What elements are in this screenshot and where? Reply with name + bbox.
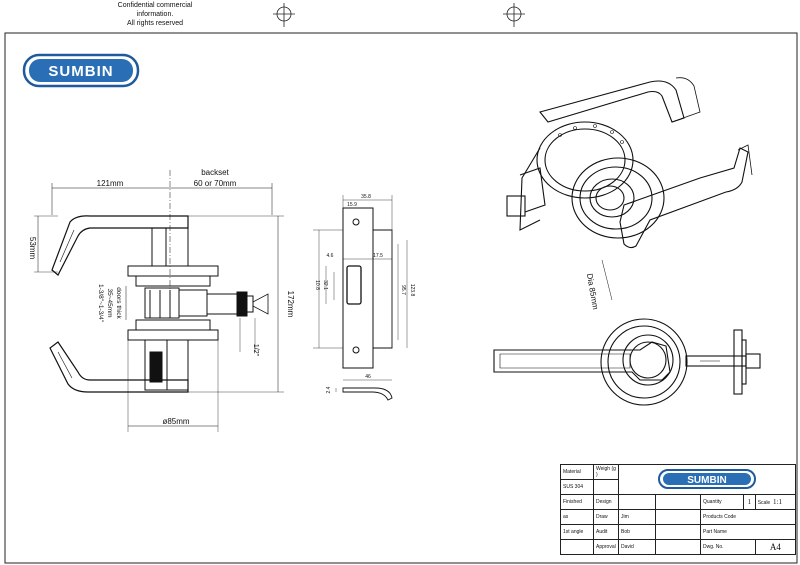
registration-mark-right <box>503 3 525 27</box>
material-value: SUS 304 <box>560 479 594 495</box>
quantity-label: Quantity <box>700 494 744 510</box>
confidential-line-2: All rights reserved <box>126 20 184 27</box>
part-name-label: Part Name <box>700 524 796 540</box>
brand-logo-text: SUMBIN <box>48 63 113 80</box>
weight-label: Weigh (g ) <box>593 464 619 480</box>
audit-label: Audit <box>593 524 619 540</box>
dim-half-inch: 1/2" <box>252 344 259 357</box>
design-label: Design <box>593 494 619 510</box>
dim-46: 46 <box>365 374 371 380</box>
dwg-no-label: Dwg. No. <box>700 539 756 555</box>
as-label: as <box>560 509 594 525</box>
title-block-logo: SUMBIN <box>618 464 796 495</box>
sheet-border <box>4 32 798 564</box>
confidential-notice: Confidential commercial information. All… <box>100 1 210 28</box>
front-view <box>34 170 284 432</box>
doors-thick-label: doors thick <box>115 287 122 319</box>
dim-dia-85: ø85mm <box>162 417 189 426</box>
strike-plate <box>313 195 408 401</box>
brand-logo: SUMBIN <box>22 53 140 88</box>
dim-17-5: 17.5 <box>373 253 383 259</box>
title-block: Material Weigh (g ) SUMBIN SUS 304 Finis… <box>560 464 797 555</box>
draw-label: Draw <box>593 509 619 525</box>
scale-label: Scale <box>757 500 771 506</box>
audit-value: Bob <box>618 524 656 540</box>
title-block-logo-graphic: SUMBIN <box>658 468 756 489</box>
dim-15-9: 15.9 <box>347 202 357 208</box>
sheet-size: A4 <box>754 539 797 555</box>
registration-mark-left <box>273 3 295 27</box>
dim-123-8: 123.8 <box>409 284 415 297</box>
confidential-line-1: Confidential commercial information. <box>117 2 193 18</box>
title-block-logo-text: SUMBIN <box>687 475 726 486</box>
quantity-value: 1 <box>743 494 756 510</box>
dim-35-8: 35.8 <box>361 194 371 200</box>
approval-value: David <box>618 539 656 555</box>
doors-thick-in: 1-3/8"~1-3/4" <box>97 284 104 323</box>
dim-4-6: 4.6 <box>327 253 334 259</box>
isometric-view <box>506 77 753 249</box>
material-label: Material <box>560 464 594 480</box>
scale-value: 1:1 <box>773 498 782 506</box>
dim-95-7: 95.7 <box>400 285 406 295</box>
side-view-dia-label: Dia 85mm <box>585 273 600 311</box>
dim-10-8: 10.8 <box>314 280 320 290</box>
side-view <box>493 259 761 406</box>
strike-plate-labels: 35.8 15.9 4.6 17.5 10.8 32.1 95.7 123.8 … <box>314 194 415 393</box>
backset-label: backset <box>201 168 229 177</box>
doors-thick-mm: 35~45mm <box>106 288 113 317</box>
finished-label: Finished <box>560 494 594 510</box>
dim-32-1: 32.1 <box>322 280 328 290</box>
products-code-label: Products Code <box>700 509 796 525</box>
approval-label: Approval <box>593 539 619 555</box>
dim-172: 172mm <box>286 291 295 318</box>
dim-121: 121mm <box>97 179 124 188</box>
draw-value: Jim <box>618 509 656 525</box>
front-view-labels: 121mm backset 60 or 70mm 53mm doors thic… <box>28 168 295 426</box>
dim-2-4: 2.4 <box>326 386 332 393</box>
first-angle-label: 1st angle <box>560 524 594 540</box>
backset-value: 60 or 70mm <box>194 179 237 188</box>
dim-53: 53mm <box>28 237 37 260</box>
